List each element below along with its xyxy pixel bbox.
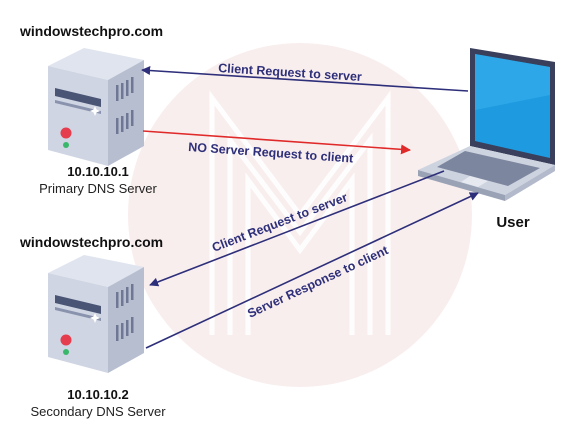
user-label: User [496,214,530,231]
arrow-request-secondary [149,170,445,287]
arrow-response-secondary [145,192,479,349]
secondary-server-ip: 10.10.10.2 [67,387,128,402]
primary-server-role: Primary DNS Server [39,181,157,196]
laptop-icon [418,48,555,201]
secondary-server-icon [48,255,144,373]
secondary-server-role: Secondary DNS Server [30,404,166,419]
primary-server-ip: 10.10.10.1 [67,164,128,179]
secondary-server-domain: windowstechpro.com [19,234,163,250]
primary-server-domain: windowstechpro.com [19,23,163,39]
arrow-no-response-primary [142,130,411,155]
arrow-request-primary [141,66,469,92]
watermark-logo [128,43,472,387]
primary-server-icon [48,48,144,166]
